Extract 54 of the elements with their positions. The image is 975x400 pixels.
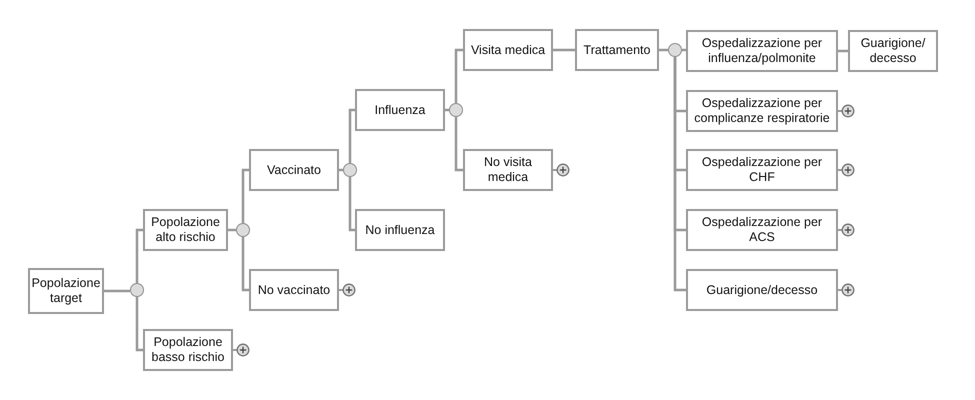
outcome-box xyxy=(355,209,445,251)
connector-line xyxy=(445,108,449,112)
chance-node xyxy=(236,223,250,237)
outcome-box xyxy=(575,29,659,71)
connector-line xyxy=(674,57,686,292)
node-label: Guarigione/ decesso xyxy=(860,36,926,66)
node-label: Ospedalizzazione per complicanze respiratorie xyxy=(693,96,831,126)
chance-node xyxy=(343,163,357,177)
connector-line xyxy=(659,48,668,52)
outcome-box xyxy=(686,209,838,251)
outcome-box xyxy=(686,30,838,72)
outcome-box xyxy=(143,209,228,251)
chance-node xyxy=(668,43,682,57)
outcome-box xyxy=(463,149,553,191)
node-label: Ospedalizzazione per ACS xyxy=(700,215,824,245)
connector-line xyxy=(454,48,463,103)
node-label: No vaccinato xyxy=(258,282,330,298)
outcome-box xyxy=(463,29,553,71)
connector-line xyxy=(242,237,249,292)
connector-line xyxy=(682,48,686,52)
connector-line xyxy=(136,228,143,283)
node-label: Trattamento xyxy=(584,42,650,58)
node-label: No visita medica xyxy=(483,155,533,185)
node-label: Popolazione target xyxy=(32,276,100,306)
node-label: Ospedalizzazione per CHF xyxy=(700,155,824,185)
outcome-box xyxy=(686,149,838,191)
node-label: Guarigione/decesso xyxy=(706,282,818,298)
chance-node xyxy=(130,283,144,297)
connector-line xyxy=(339,168,343,172)
connector-line xyxy=(136,297,143,352)
node-label: Popolazione alto rischio xyxy=(150,215,221,245)
connector-line xyxy=(104,290,130,292)
outcome-box xyxy=(686,269,838,311)
outcome-box xyxy=(143,329,233,371)
node-label: Influenza xyxy=(374,102,426,118)
connector-line xyxy=(838,50,848,52)
connector-line xyxy=(553,48,575,52)
outcome-box xyxy=(249,269,339,311)
outcome-box xyxy=(355,89,445,131)
chance-node xyxy=(449,103,463,117)
node-label: Ospedalizzazione per influenza/polmonite xyxy=(700,36,824,66)
node-label: Vaccinato xyxy=(267,162,321,178)
outcome-box xyxy=(28,268,104,314)
node-label: No influenza xyxy=(365,222,435,238)
connector-line xyxy=(228,228,236,232)
node-label: Visita medica xyxy=(470,42,546,58)
outcome-box xyxy=(848,30,938,72)
outcome-box xyxy=(686,90,838,132)
node-label: Popolazione basso rischio xyxy=(150,335,226,365)
connector-line xyxy=(242,168,249,223)
connector-line xyxy=(348,177,355,232)
outcome-box xyxy=(249,149,339,191)
connector-line xyxy=(454,117,463,172)
connector-line xyxy=(348,108,355,163)
